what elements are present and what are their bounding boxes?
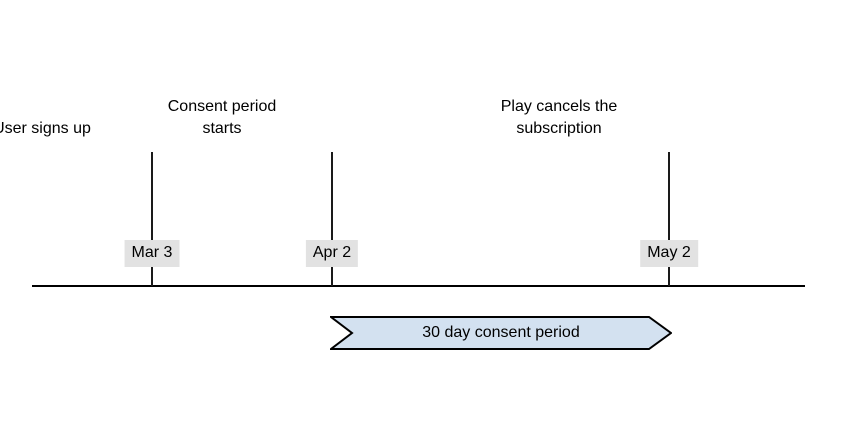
event-title-play-cancels-subscription: Play cancels the subscription	[500, 98, 618, 137]
event-title-user-signs-up: User signs up	[0, 120, 91, 137]
event-title-consent-period-starts: Consent period starts	[167, 98, 277, 137]
event-stem-user-signs-up	[151, 152, 153, 286]
banner-arrow-shape	[330, 316, 672, 350]
event-date-chip-apr-2: Apr 2	[305, 240, 359, 267]
event-date-chip-mar-3: Mar 3	[124, 240, 180, 267]
event-stem-consent-period-starts	[331, 152, 333, 286]
timeline-axis	[32, 285, 805, 287]
consent-period-banner: 30 day consent period	[330, 316, 672, 350]
event-stem-play-cancels-subscription	[668, 152, 670, 286]
event-date-chip-may-2: May 2	[640, 240, 698, 267]
consent-period-label: 30 day consent period	[422, 324, 580, 341]
